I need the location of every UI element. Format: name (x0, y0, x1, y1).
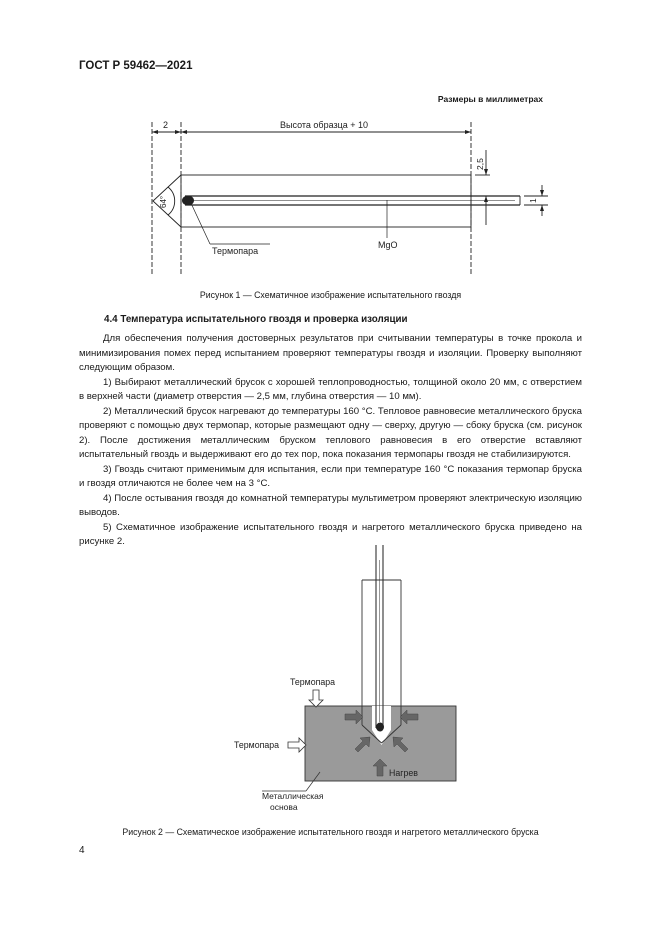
label-metal-base-line1: Металлическая (262, 791, 324, 801)
section-title: 4.4 Температура испытательного гвоздя и … (104, 314, 408, 325)
paragraph: 3) Гвоздь считают применимым для испытан… (79, 463, 582, 490)
page-number: 4 (79, 845, 85, 856)
figure-1-drawing: 2 Высота образца + 10 2,5 1 64° Термопар… (151, 120, 548, 274)
label-mgo: MgO (378, 240, 398, 250)
dim-left: 2 (163, 120, 168, 130)
label-heating: Нагрев (389, 768, 418, 778)
standard-header: ГОСТ Р 59462—2021 (79, 60, 193, 72)
paragraph: Для обеспечения получения достоверных ре… (79, 333, 582, 373)
label-side-thermocouple: Термопара (234, 740, 279, 750)
paragraph: 5) Схематичное изображение испытательног… (79, 521, 582, 548)
label-thermocouple: Термопара (212, 246, 258, 256)
figure-1-caption: Рисунок 1 — Схематичное изображение испы… (199, 290, 462, 300)
figure-2-caption: Рисунок 2 — Схематическое изображение ис… (122, 827, 539, 837)
dim-right-1: 1 (528, 198, 538, 203)
body-text: Для обеспечения получения достоверных ре… (79, 332, 582, 550)
label-metal-base-line2: основа (270, 802, 298, 812)
paragraph: 4) После остывания гвоздя до комнатной т… (79, 492, 582, 519)
paragraph: 2) Металлический брусок нагревают до тем… (79, 405, 582, 461)
label-top-thermocouple: Термопара (290, 677, 335, 687)
angle-label: 64° (159, 196, 168, 208)
dim-top: Высота образца + 10 (280, 120, 368, 130)
dim-right-2-5: 2,5 (475, 158, 485, 170)
dimensions-note: Размеры в миллиметрах (437, 94, 543, 104)
paragraph: 1) Выбирают металлический брусок с хорош… (79, 376, 582, 403)
